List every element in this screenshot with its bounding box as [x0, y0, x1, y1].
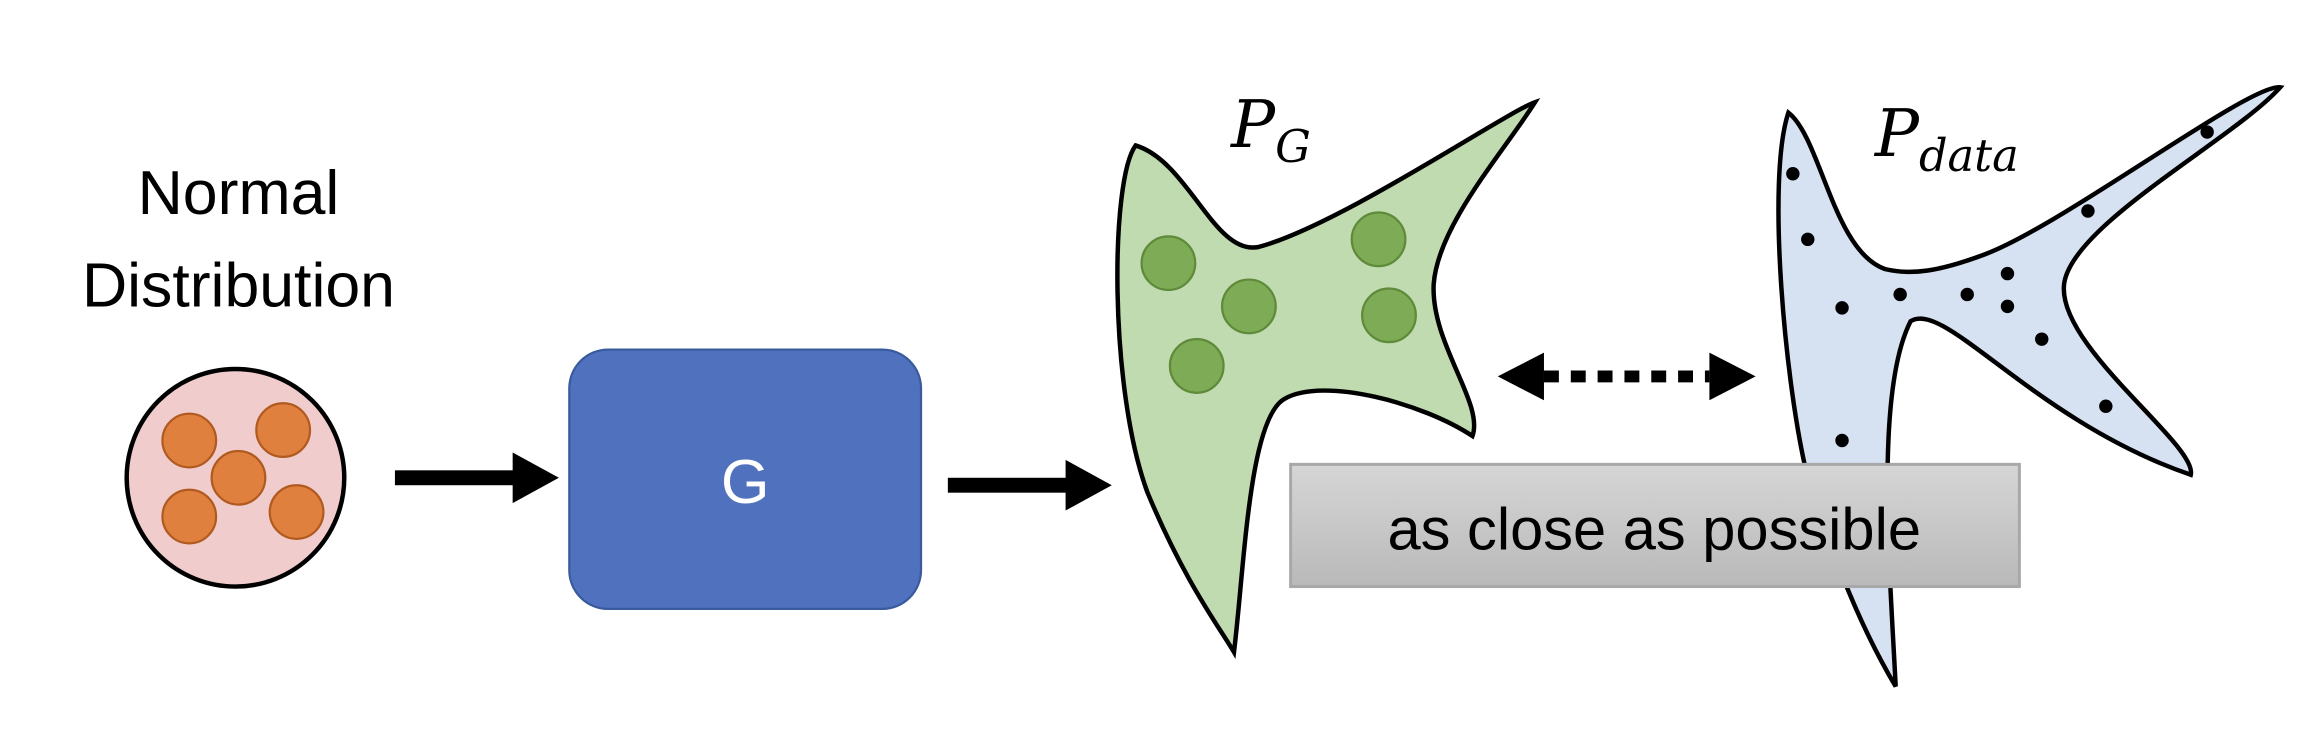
data-point: [2035, 332, 2049, 346]
generated-sample: [1168, 338, 1225, 394]
data-point: [1786, 167, 1800, 181]
normal-label-line2: Distribution: [82, 250, 395, 320]
data-point: [1960, 287, 1974, 302]
data-point: [2000, 299, 2015, 314]
generated-sample: [1350, 211, 1407, 268]
generated-distribution-label: PG: [1230, 87, 1311, 173]
data-point: [1835, 433, 1849, 448]
arrow-right-icon: [394, 452, 559, 504]
normal-distribution-circle: [124, 366, 347, 589]
data-distribution-shape: [1776, 85, 2285, 688]
double-arrow-icon: [1497, 352, 1756, 401]
generator-label: G: [721, 447, 770, 517]
data-point: [1801, 232, 1815, 247]
label-sub: data: [1919, 130, 2019, 182]
data-point: [2081, 204, 2095, 218]
arrow-right-icon: [947, 459, 1112, 511]
generated-distribution-shape: [1115, 97, 1541, 659]
noise-sample: [268, 484, 325, 540]
generated-sample: [1361, 287, 1417, 344]
data-point: [1893, 287, 1907, 302]
data-point: [2200, 125, 2214, 139]
normal-label-line1: Normal: [138, 158, 340, 228]
caption-box: as close as possible: [1289, 462, 2021, 589]
noise-sample: [255, 402, 312, 459]
generated-sample: [1140, 235, 1197, 292]
noise-sample: [210, 449, 267, 506]
label-main: P: [1874, 96, 1921, 172]
caption-text: as close as possible: [1388, 495, 1921, 562]
label-sub: G: [1275, 121, 1311, 173]
data-point: [1835, 301, 1849, 315]
noise-sample: [161, 412, 218, 469]
generated-sample: [1220, 278, 1277, 335]
label-main: P: [1230, 87, 1277, 163]
data-point: [2000, 266, 2015, 281]
data-distribution-label: Pdata: [1874, 96, 2019, 182]
generator-box: G: [568, 348, 923, 611]
noise-sample: [161, 488, 218, 545]
data-point: [2099, 399, 2113, 413]
